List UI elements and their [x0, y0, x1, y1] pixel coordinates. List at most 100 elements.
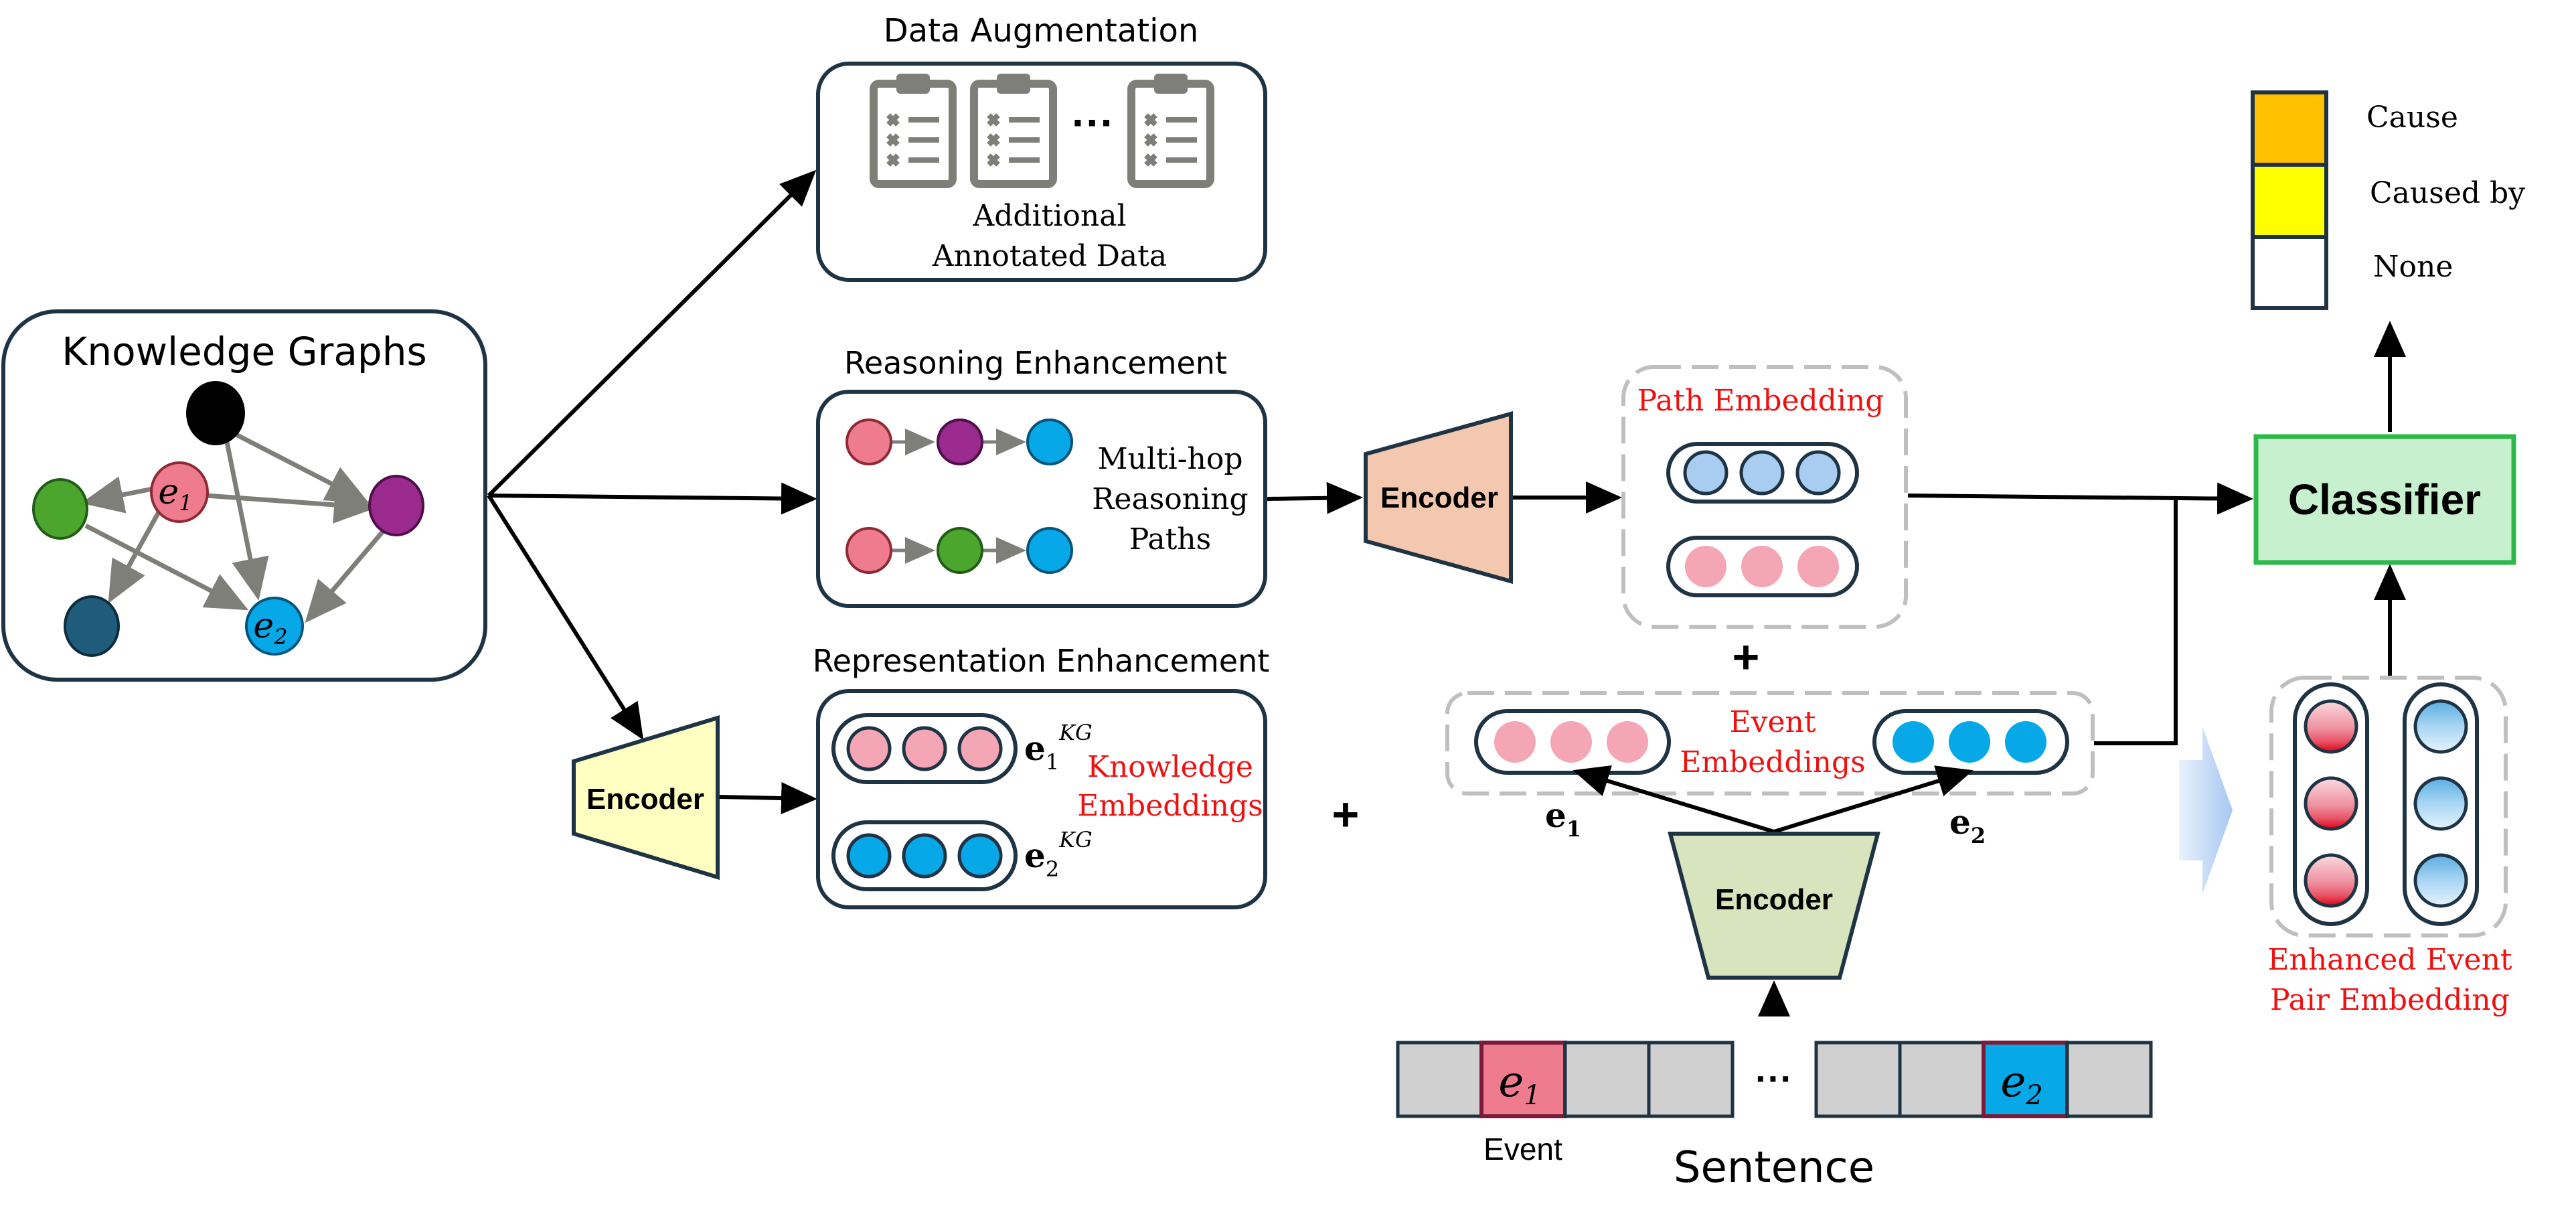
- path-node-purple: [937, 419, 983, 465]
- token-e1-subscript: 1: [1524, 1080, 1540, 1111]
- line-event-to-classifier: [2094, 499, 2178, 745]
- enhanced-pair-label-2: Pair Embedding: [2270, 983, 2510, 1017]
- event-label: Event: [1483, 1132, 1562, 1166]
- kg-edge: [81, 476, 153, 514]
- sentence-label: Sentence: [1674, 1143, 1874, 1193]
- classifier-box: [2253, 434, 2516, 565]
- representation-enhancement-panel: Representation Enhancement e1KG e2KG Kno…: [813, 643, 1270, 909]
- sentence-token: [1563, 1041, 1651, 1118]
- embedding-dot: [846, 833, 892, 879]
- token-e2-label: e2: [2000, 1057, 2042, 1111]
- path-node-pink: [846, 527, 892, 574]
- embedding-dot: [2304, 853, 2358, 908]
- reasoning-title: Reasoning Enhancement: [844, 345, 1227, 381]
- kg-edge: [206, 486, 376, 524]
- embedding-dot: [1795, 450, 1841, 496]
- reasoning-enhancement-panel: Reasoning Enhancement Multi-hop Reasonin…: [816, 345, 1267, 608]
- knowledge-graph-panel: Knowledge Graphs e1 e2: [1, 309, 487, 682]
- path-encoder-label: Encoder: [1380, 481, 1498, 514]
- kg-node-e1: [150, 461, 209, 523]
- kg-emb1-sup: KG: [1058, 720, 1092, 745]
- sentence-encoder-output-arrows: [1573, 765, 1974, 834]
- event-embeddings-panel: Event Embeddings: [1445, 691, 2095, 796]
- kg-emb2-base: e: [1024, 836, 1046, 875]
- arrow-to-kg-encoder: [487, 494, 644, 741]
- embedding-dot: [1741, 546, 1783, 587]
- path-embedding-panel: Path Embedding: [1621, 365, 1908, 629]
- embedding-dot: [1607, 721, 1648, 763]
- embedding-dot: [1683, 450, 1728, 496]
- event-e1-sub: 1: [1566, 816, 1581, 842]
- kg-node-e1-label: e1: [158, 472, 192, 516]
- embedding-dot: [2005, 721, 2046, 763]
- event-e2-sub: 2: [1971, 823, 1986, 848]
- kg-node-e2-symbol: e: [253, 606, 274, 646]
- embedding-dot: [1949, 721, 1990, 763]
- embedding-dot: [2413, 699, 2468, 754]
- legend-none-label: None: [2373, 250, 2453, 284]
- sentence-encoder: Encoder: [1668, 832, 1880, 980]
- embedding-dot: [957, 726, 1003, 771]
- kg-embedding-e1-label: e1KG: [1024, 720, 1093, 775]
- representation-title: Representation Enhancement: [813, 643, 1270, 679]
- reasoning-caption-2: Reasoning: [1092, 482, 1248, 516]
- embedding-dot: [1685, 546, 1726, 587]
- kg-edge: [108, 510, 162, 604]
- kg-node-green: [32, 478, 88, 540]
- kg-node-e1-subscript: 1: [179, 490, 192, 516]
- kg-node-e2-subscript: 2: [273, 624, 287, 650]
- plus-sign-middle: +: [1332, 788, 1360, 840]
- sentence-token: [1898, 1041, 1986, 1118]
- embedding-dot: [1893, 721, 1934, 763]
- embedding-dot: [2304, 776, 2358, 831]
- embedding-dot: [1797, 546, 1839, 587]
- event-e1-label: e1: [1545, 796, 1581, 842]
- classifier-label: Classifier: [2288, 475, 2481, 524]
- path-embedding-label: Path Embedding: [1637, 384, 1884, 418]
- knowledge-embeddings-label-2: Embeddings: [1077, 789, 1263, 823]
- kg-emb1-sub: 1: [1046, 749, 1059, 775]
- kg-output-arrows: [487, 169, 817, 741]
- path-node-pink: [846, 419, 892, 465]
- token-e1-symbol: e: [1498, 1057, 1524, 1107]
- embedding-dot: [846, 726, 892, 771]
- kg-edge: [84, 523, 249, 611]
- kg-node-black: [186, 381, 245, 445]
- classifier: Classifier: [2253, 434, 2516, 565]
- embedding-dot: [902, 833, 947, 879]
- sentence-tokens: e1 e2 ··· Event Sentence: [1396, 1041, 2153, 1193]
- sentence-encoder-label: Encoder: [1715, 883, 1833, 916]
- legend-none-swatch: [2251, 235, 2328, 310]
- sentence-ellipsis: ···: [1755, 1057, 1793, 1100]
- plus-sign-top: +: [1733, 631, 1760, 683]
- kg-edge: [224, 438, 269, 601]
- sentence-encoder-shape: [1668, 832, 1880, 980]
- data-augmentation-ellipsis: ···: [1072, 98, 1115, 147]
- path-encoder-shape: [1364, 411, 1513, 584]
- reasoning-caption-1: Multi-hop: [1097, 442, 1242, 476]
- legend-caused-by-swatch: [2251, 163, 2328, 239]
- legend-caused-by-label: Caused by: [2370, 176, 2525, 210]
- path-node-blue: [1026, 527, 1073, 574]
- event-embeddings-label-2: Embeddings: [1680, 745, 1866, 779]
- arrow-to-representation: [719, 781, 817, 814]
- arrow-to-e1-embedding: [1573, 765, 1775, 834]
- kg-node-purple: [368, 475, 424, 536]
- embedding-dot: [2413, 853, 2468, 908]
- path-node-green: [937, 527, 983, 574]
- classifier-input-lines: [1907, 321, 2406, 745]
- embedding-dot: [902, 726, 947, 771]
- data-augmentation-caption-1: Additional: [972, 199, 1126, 233]
- kg-encoder-shape: [572, 714, 720, 881]
- embedding-dot: [1494, 721, 1536, 763]
- kg-title: Knowledge Graphs: [62, 329, 426, 374]
- embedding-dot: [2413, 776, 2468, 831]
- sentence-token: [1396, 1041, 1483, 1118]
- kg-node-e1-symbol: e: [158, 472, 179, 512]
- kg-encoder-label: Encoder: [586, 783, 704, 816]
- arrow-path-to-classifier: [1907, 482, 2253, 515]
- arrow-to-e2-embedding: [1773, 765, 1974, 834]
- path-encoder: Encoder: [1364, 411, 1513, 584]
